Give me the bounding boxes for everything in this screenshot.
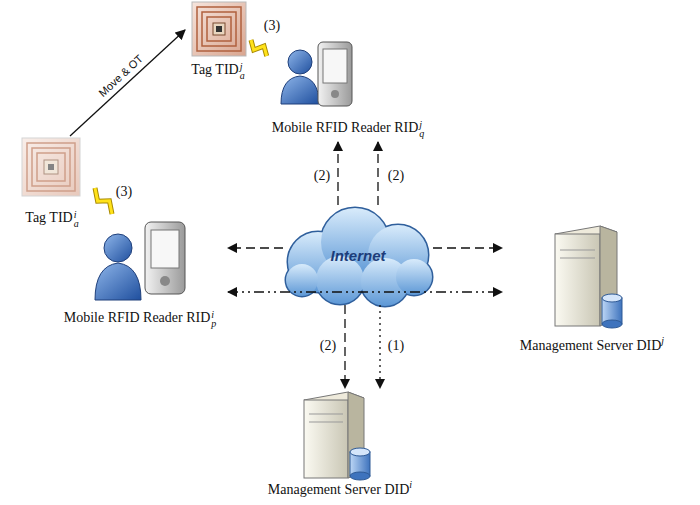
callout-number: (2) [320,338,336,354]
superscript: i [74,210,79,219]
network-link [70,30,185,136]
network-link [228,247,283,248]
server-node: Management Server DIDi [250,388,430,502]
caption: Tag TIDia [9,208,95,228]
network-link [379,305,380,388]
caption: Tag TIDja [185,60,251,80]
caption: Management Server DIDj [502,336,682,354]
node-name: Tag TID [25,210,72,225]
signal-bolt-outline [251,40,267,56]
caption-line: Management Server DIDj [520,336,664,354]
subscript: a [74,219,79,228]
tag-node: Tag TIDia [9,136,95,232]
caption-line: Management Server DIDi [268,480,412,498]
cloud-label: Internet [330,247,385,264]
edge-label: Move & OT [96,52,146,99]
network-link [344,305,345,388]
node-name: Tag TID [191,62,238,77]
rfid-tag-icon [192,2,246,56]
index-stack: ia [74,210,79,228]
node-name: Mobile RFID Reader RID [272,120,419,135]
caption-line: Tag TIDia [25,210,78,228]
network-link [377,142,378,205]
caption-line: Tag TIDja [191,62,244,80]
network-link [228,291,502,292]
caption: Mobile RFID Reader RIDjq [267,118,430,138]
reader-user-icon [95,222,185,300]
index-stack: jq [419,120,424,138]
callout-number: (2) [388,168,404,184]
callout-number: (1) [388,338,404,354]
server-icon [555,226,622,328]
connectors [70,30,502,388]
superscript: i [409,479,412,490]
caption-line: Mobile RFID Reader RIDjq [272,120,425,138]
node-name: Management Server DID [268,482,410,497]
subscript: p [211,319,216,328]
tag-node: Tag TIDja [185,0,251,84]
callout-number: (3) [116,184,132,200]
label-holder: Internet [283,205,433,305]
superscript: i [211,310,216,319]
network-link [337,142,338,205]
server-icon [304,392,370,480]
subscript: q [419,129,424,138]
network-link [433,247,502,248]
reader-node: Mobile RFID Reader RIDjq [267,38,430,142]
rfid-tag-icon [22,138,80,196]
subscript: a [240,71,245,80]
internet-cloud [286,208,432,306]
reader-node: Mobile RFID Reader RIDip [52,214,228,332]
server-node: Management Server DIDj [502,222,682,358]
callout-number: (2) [314,168,330,184]
caption: Management Server DIDi [250,480,430,498]
wireless-link [95,188,112,214]
cloud-node: Internet [283,205,433,305]
superscript: j [419,120,424,129]
callout-number: (3) [264,18,280,34]
node-name: Management Server DID [520,338,662,353]
index-stack: ip [211,310,216,328]
wireless-link [251,40,267,56]
index-stack: ja [240,62,245,80]
signal-bolt-outline [95,188,112,214]
node-name: Mobile RFID Reader RID [64,310,211,325]
superscript: j [240,62,245,71]
superscript: j [661,335,664,346]
reader-user-icon [281,42,352,106]
caption-line: Mobile RFID Reader RIDip [64,310,217,328]
caption: Mobile RFID Reader RIDip [52,308,228,328]
